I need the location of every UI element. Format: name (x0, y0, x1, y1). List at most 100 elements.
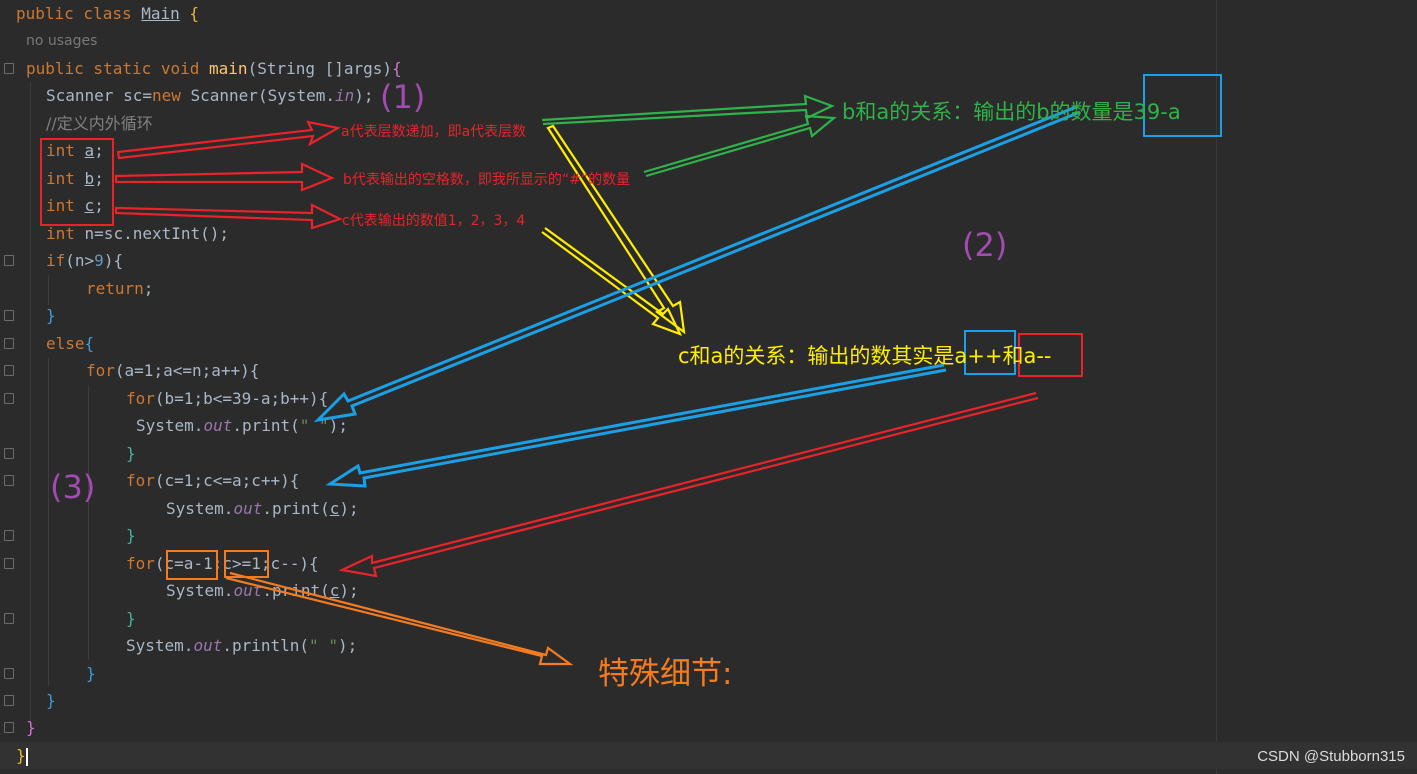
code-text: Scanner sc= (46, 86, 152, 105)
code-text: ); (339, 499, 359, 518)
fold-marker[interactable] (4, 695, 14, 706)
field: out (193, 636, 223, 655)
fold-marker[interactable] (4, 365, 14, 376)
blue-arrow-b (313, 105, 1081, 423)
variable: c (329, 499, 340, 518)
keyword: for (126, 471, 155, 490)
code-text: ){ (103, 251, 124, 270)
code-line-print-space[interactable]: System.out.print(" "); (136, 412, 348, 439)
code-line-close[interactable]: } (46, 691, 56, 710)
fold-marker[interactable] (4, 558, 14, 569)
fold-marker[interactable] (4, 310, 14, 321)
code-line-scanner[interactable]: Scanner sc=new Scanner(System.in); (46, 82, 374, 109)
keyword: new (151, 86, 181, 105)
code-text: ; (94, 169, 104, 188)
code-line-int-a[interactable]: int a; (46, 137, 104, 164)
variable: a (84, 141, 95, 160)
vars-box (40, 138, 114, 226)
blue-arrow-inc (325, 363, 947, 488)
code-line-for-c-down[interactable]: for(c=a-1;c>=1;c--){ (126, 550, 319, 577)
keyword: return (86, 279, 144, 298)
code-text: ); (337, 636, 358, 655)
keyword: if (46, 251, 66, 270)
code-line-int-b[interactable]: int b; (46, 165, 104, 192)
variable: c (329, 581, 340, 600)
keyword: for (86, 361, 115, 380)
annotation-b-desc: b代表输出的空格数，即我所显示的“#”的数量 (343, 172, 631, 188)
yellow-arrow-c (541, 227, 683, 336)
fold-marker[interactable] (4, 63, 14, 74)
keyword: public class (16, 4, 132, 23)
field: in (335, 86, 355, 105)
code-line-main-decl[interactable]: public static void main(String []args){ (26, 55, 402, 82)
fold-marker[interactable] (4, 393, 14, 404)
number: 9 (94, 251, 104, 270)
code-line-close[interactable]: } (126, 444, 136, 463)
fold-marker[interactable] (4, 448, 14, 459)
code-text: System. (126, 636, 194, 655)
params: (String []args) (247, 59, 393, 78)
code-line-for-a[interactable]: for(a=1;a<=n;a++){ (86, 357, 259, 384)
code-line-close[interactable]: } (126, 526, 136, 545)
code-line-int-c[interactable]: int c; (46, 192, 104, 219)
current-line-highlight (0, 742, 1417, 769)
brace: { (392, 59, 402, 78)
code-text: (c=a-1;c>=1;c--){ (154, 554, 319, 573)
variable: b (84, 169, 95, 188)
annotation-number-2: (2) (962, 226, 1008, 264)
fold-marker[interactable] (4, 722, 14, 733)
code-text: ); (339, 581, 359, 600)
fold-marker[interactable] (4, 338, 14, 349)
code-line-close[interactable]: } (126, 609, 136, 628)
indent-guide (30, 82, 31, 727)
code-text: ; (143, 279, 154, 298)
annotation-c-relation: c和a的关系：输出的数其实是a++和a-- (678, 344, 1052, 368)
fold-marker[interactable] (4, 530, 14, 541)
init-box (166, 550, 218, 580)
class-name: Main (141, 4, 180, 23)
code-text: .print( (232, 416, 300, 435)
fold-marker[interactable] (4, 255, 14, 266)
code-line-close[interactable]: } (16, 742, 28, 769)
fold-marker[interactable] (4, 475, 14, 486)
green-arrow-a (541, 94, 835, 126)
code-line-println[interactable]: System.out.println(" "); (126, 632, 357, 659)
keyword: for (126, 554, 155, 573)
code-line-if[interactable]: if(n>9){ (46, 247, 123, 274)
fold-marker[interactable] (4, 613, 14, 624)
code-line-for-c-up[interactable]: for(c=1;c<=a;c++){ (126, 467, 299, 494)
code-line-for-b[interactable]: for(b=1;b<=39-a;b++){ (126, 385, 328, 412)
yellow-arrow-a (546, 124, 686, 335)
code-comment[interactable]: //定义内外循环 (46, 114, 153, 133)
code-line-int-n[interactable]: int n=sc.nextInt(); (46, 220, 229, 247)
code-line-class-decl[interactable]: public class Main { (16, 0, 199, 27)
code-line-close[interactable]: } (26, 718, 36, 737)
string: " " (299, 416, 329, 435)
b-rel-box (1143, 74, 1222, 137)
brace: { (84, 334, 95, 353)
a-inc-box (964, 330, 1016, 375)
code-text: ; (94, 196, 104, 215)
code-text: (n> (65, 251, 95, 270)
brace: { (189, 4, 200, 23)
code-line-print-c[interactable]: System.out.print(c); (166, 495, 359, 522)
green-arrow-b (643, 114, 837, 178)
keyword: for (126, 389, 155, 408)
keyword: else (46, 334, 85, 353)
brace: } (16, 746, 26, 765)
method-name: main (209, 59, 248, 78)
code-text: Scanner(System. (180, 86, 336, 105)
code-line-return[interactable]: return; (86, 275, 153, 302)
code-text: .print( (262, 499, 330, 518)
annotation-special: 特殊细节: (598, 656, 733, 692)
orange-arrow (225, 571, 574, 666)
red-arrow-c (114, 203, 343, 230)
watermark: CSDN @Stubborn315 (1257, 748, 1405, 765)
fold-marker[interactable] (4, 668, 14, 679)
code-text: ); (328, 416, 348, 435)
indent-guide (88, 385, 89, 660)
usages-hint[interactable]: no usages (26, 33, 98, 49)
code-line-close[interactable]: } (46, 306, 56, 325)
code-line-else[interactable]: else{ (46, 330, 94, 357)
code-line-close[interactable]: } (86, 664, 96, 683)
